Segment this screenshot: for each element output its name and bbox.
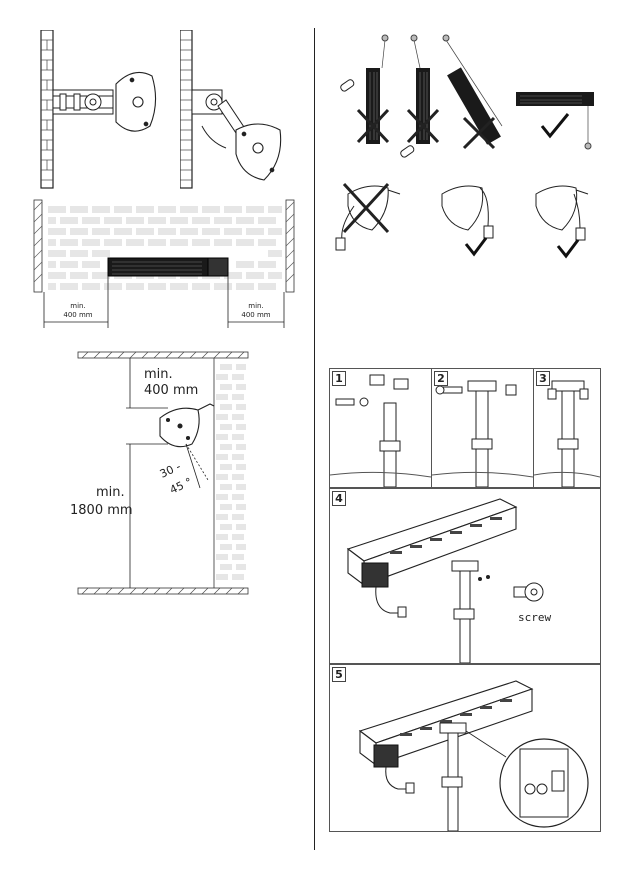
control-box (373, 744, 415, 794)
step-number: 4 (332, 491, 346, 506)
wall-bracket-view-1 (38, 30, 158, 192)
heater-horizontal-correct (516, 92, 594, 150)
ceiling-min-label: min. (144, 367, 173, 382)
control-box (361, 562, 407, 618)
step-number: 3 (536, 371, 550, 386)
stand-step-5: 5 (329, 664, 601, 832)
step-number: 1 (332, 371, 346, 386)
step-number: 2 (434, 371, 448, 386)
angle-bottom-label: 45 ° (168, 475, 194, 497)
horizontal-clearance-diagram: min. 400 mm min. 400 mm (32, 196, 298, 336)
stand-step-4: 4 screw (329, 488, 601, 664)
screw-label: screw (518, 611, 551, 624)
wall-bracket-view-2 (180, 30, 290, 192)
heater-end-cap-tilted (235, 123, 282, 181)
left-value-label: 400 mm (63, 311, 92, 319)
rotation-arrow (201, 125, 227, 149)
left-min-label: min. (70, 302, 85, 310)
angle-top-label: 30 - (158, 460, 183, 481)
heater-tilted-incorrect (442, 34, 503, 150)
dimension-lines (126, 358, 209, 588)
ceiling (77, 351, 249, 359)
checkmark-icon (540, 113, 570, 139)
stand-step-1: 1 (329, 368, 432, 488)
vertical-clearance-diagram: min. 400 mm min. 1800 mm 30 - 45 ° (68, 348, 254, 600)
brick-wall (40, 30, 54, 189)
right-value-label: 400 mm (241, 311, 270, 319)
checkmark-icon (464, 237, 488, 257)
cord-routing-correct-1 (441, 185, 494, 257)
brick-wall-pattern (48, 206, 282, 290)
heater-orientation-diagram (330, 30, 600, 160)
stand-step-2: 2 (431, 368, 534, 488)
left-wall (33, 199, 43, 293)
heater-body (346, 498, 518, 587)
brick-wall (180, 30, 193, 189)
heater-vertical-2-incorrect (406, 34, 440, 144)
heater-unit (107, 257, 229, 277)
bracket-arm (52, 89, 114, 115)
screw-icon (513, 582, 544, 602)
stand-step-3: 3 (533, 368, 601, 488)
step-number: 5 (332, 667, 346, 682)
stand-pole (439, 722, 467, 831)
cord-routing-correct-2 (535, 185, 589, 259)
cord-routing-incorrect (335, 182, 401, 251)
floor (77, 587, 249, 595)
floor-value-label: 1800 mm (70, 503, 133, 518)
right-min-label: min. (248, 302, 263, 310)
cord-routing-diagram (330, 176, 600, 266)
detail-magnifier (465, 730, 589, 828)
side-wall (213, 358, 246, 588)
heater-vertical-incorrect (340, 34, 415, 158)
column-divider (314, 28, 315, 850)
floor-min-label: min. (96, 485, 125, 500)
right-wall (285, 199, 295, 293)
ceiling-value-label: 400 mm (144, 383, 198, 398)
dimension-lines (43, 276, 285, 328)
checkmark-icon (556, 239, 580, 259)
heater-end-cap (159, 403, 215, 448)
heater-end-cap (115, 71, 157, 132)
stand-pole (451, 560, 479, 663)
